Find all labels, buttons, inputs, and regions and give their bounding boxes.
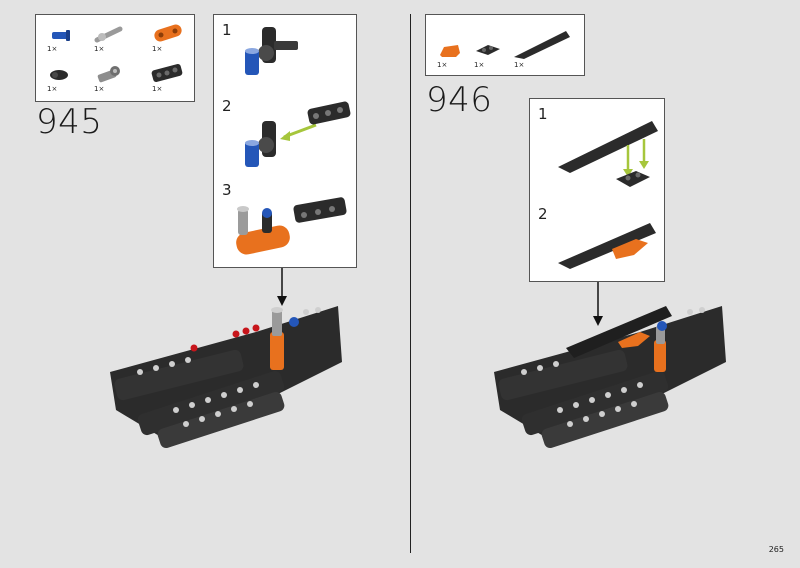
- substep-number: 1: [222, 21, 232, 39]
- page-divider: [410, 14, 411, 553]
- step-number: 946: [426, 80, 493, 120]
- orange-beam-icon: [154, 24, 182, 42]
- part-qty: 1×: [437, 61, 448, 69]
- substep-number: 3: [222, 181, 232, 199]
- substep-1-illustration: [245, 27, 298, 75]
- part-qty: 1×: [152, 85, 163, 93]
- down-arrow-icon: [593, 282, 603, 326]
- subassembly-callout-945: 1 2 3: [213, 14, 357, 268]
- model-assembly-946: [494, 306, 726, 449]
- black-plate-icon: [476, 45, 500, 55]
- part-qty: 1×: [47, 45, 58, 53]
- blue-axle-pin-icon: [52, 30, 70, 41]
- part-qty: 1×: [474, 61, 485, 69]
- page-number: 265: [768, 545, 784, 554]
- parts-list-945: 1× 1× 1× 1× 1× 1×: [35, 14, 195, 102]
- black-beam-icon: [151, 63, 183, 83]
- subassembly-callout-946: 1 2: [529, 98, 665, 282]
- part-qty: 1×: [514, 61, 525, 69]
- part-qty: 1×: [94, 45, 105, 53]
- substep-number: 2: [222, 97, 232, 115]
- part-qty: 1×: [94, 85, 105, 93]
- part-qty: 1×: [152, 45, 163, 53]
- substep-number: 1: [538, 105, 548, 123]
- parts-list-946: 1× 1× 1×: [425, 14, 585, 76]
- substep-1-illustration: [558, 121, 658, 187]
- grey-connector-icon: [97, 66, 120, 83]
- substep-2-illustration: [558, 223, 656, 269]
- substep-number: 2: [538, 205, 548, 223]
- black-pin-icon: [50, 70, 68, 80]
- orange-slope-tile-icon: [440, 45, 460, 57]
- model-assembly-945: [110, 306, 342, 449]
- step-number: 945: [36, 102, 103, 142]
- part-qty: 1×: [47, 85, 58, 93]
- black-wedge-icon: [514, 31, 570, 59]
- substep-2-illustration: [245, 101, 351, 167]
- down-arrow-icon: [277, 268, 287, 306]
- grey-axle-icon: [94, 26, 123, 43]
- substep-3-illustration: [236, 197, 347, 255]
